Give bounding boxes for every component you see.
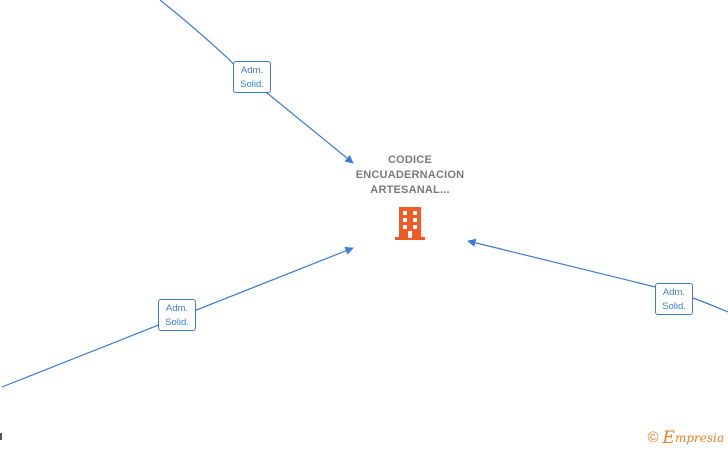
- company-name-line: ENCUADERNACION: [355, 169, 465, 181]
- company-node[interactable]: CODICE ENCUADERNACION ARTESANAL...: [330, 153, 490, 241]
- company-name-line: ARTESANAL...: [370, 184, 450, 196]
- company-name-line: CODICE: [388, 154, 432, 166]
- edge-label-role: Adm.: [662, 287, 686, 298]
- company-name: CODICE ENCUADERNACION ARTESANAL...: [330, 153, 490, 198]
- edge-label-role-detail: Solid.: [165, 317, 189, 328]
- edge-label-role: Adm.: [165, 303, 189, 314]
- corner-mark: [0, 433, 2, 440]
- edge-label-bottom-left[interactable]: Adm. Solid.: [158, 299, 196, 331]
- brand-name: mpresia: [674, 431, 724, 445]
- edge-label-top-left[interactable]: Adm. Solid.: [233, 61, 271, 93]
- edge-label-role-detail: Solid.: [240, 79, 264, 90]
- edge-label-right[interactable]: Adm. Solid.: [655, 283, 693, 315]
- edge-label-role: Adm.: [240, 65, 264, 76]
- brand-initial: E: [662, 428, 675, 448]
- building-icon: [395, 207, 425, 240]
- empresia-logo[interactable]: © E mpresia: [647, 429, 724, 447]
- copyright-symbol: ©: [647, 429, 659, 446]
- edge-label-role-detail: Solid.: [662, 301, 686, 312]
